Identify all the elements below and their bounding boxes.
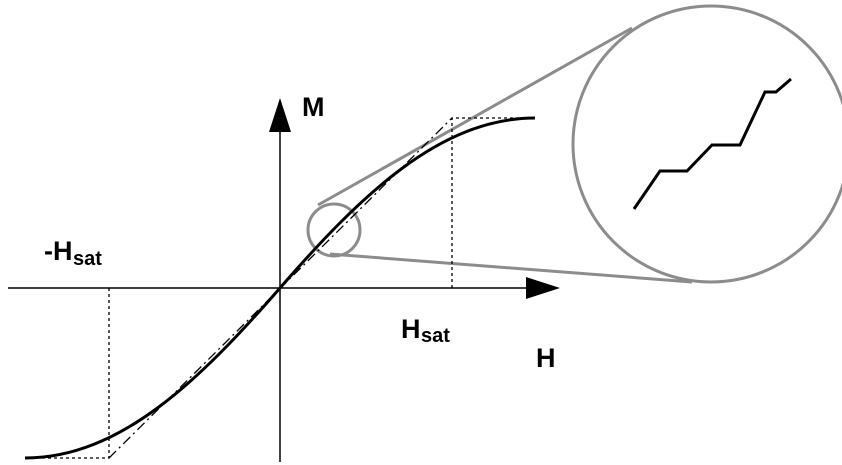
m-axis-arrowhead — [269, 98, 291, 132]
neg-h-sat-label-subscript: sat — [73, 248, 102, 270]
neg-h-sat-label: -H sat — [44, 236, 102, 270]
negative-saturation-guide — [25, 288, 110, 459]
magnifier-connector-top — [317, 26, 633, 207]
zoom-region-circle — [306, 202, 362, 258]
h-axis-label: H — [536, 343, 556, 373]
magnifier — [306, 4, 842, 284]
h-axis-arrowhead — [526, 277, 560, 299]
neg-h-sat-label-main: -H — [44, 236, 73, 266]
h-sat-label: H sat — [401, 314, 450, 347]
magnifier-connector-bottom — [329, 252, 693, 284]
m-axis-label: M — [302, 92, 325, 122]
h-sat-label-subscript: sat — [421, 325, 450, 347]
h-sat-label-main: H — [401, 314, 421, 344]
axes — [8, 98, 560, 462]
magnified-view-circle — [571, 4, 842, 284]
positive-saturation-guide — [451, 117, 535, 288]
magnetization-curve — [24, 116, 536, 460]
magnified-staircase-curve — [632, 77, 792, 210]
